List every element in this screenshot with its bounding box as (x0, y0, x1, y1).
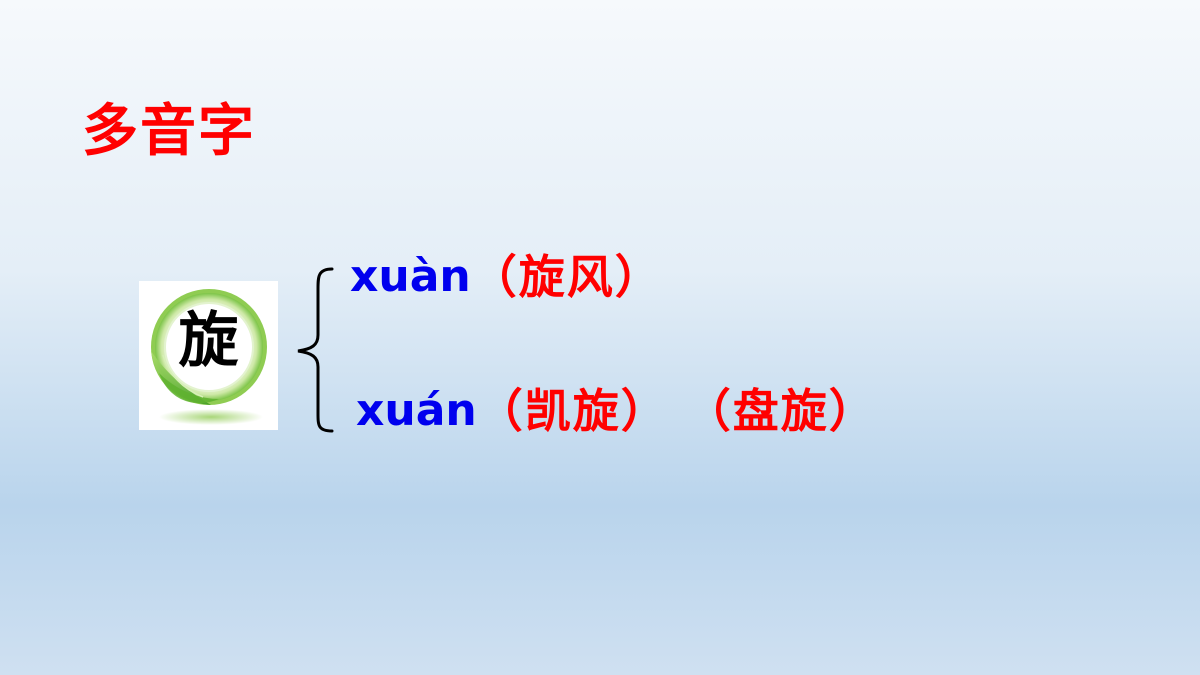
curly-brace (297, 267, 334, 433)
reading-row-xuan2: xuán（凯旋）（盘旋） (356, 388, 877, 434)
slide-title: 多音字 (82, 99, 256, 164)
pinyin-label: xuàn (350, 251, 471, 302)
example-word: （旋风） (470, 250, 663, 304)
pinyin-label: xuán (356, 385, 477, 436)
example-word: （凯旋） (476, 384, 669, 438)
reading-row-xuan4: xuàn（旋风） (350, 254, 663, 300)
green-leaf-circle-icon (151, 289, 267, 425)
example-word: （盘旋） (684, 384, 877, 438)
polyphonic-character: 旋 (178, 306, 239, 376)
character-tile: 旋 (139, 281, 278, 430)
